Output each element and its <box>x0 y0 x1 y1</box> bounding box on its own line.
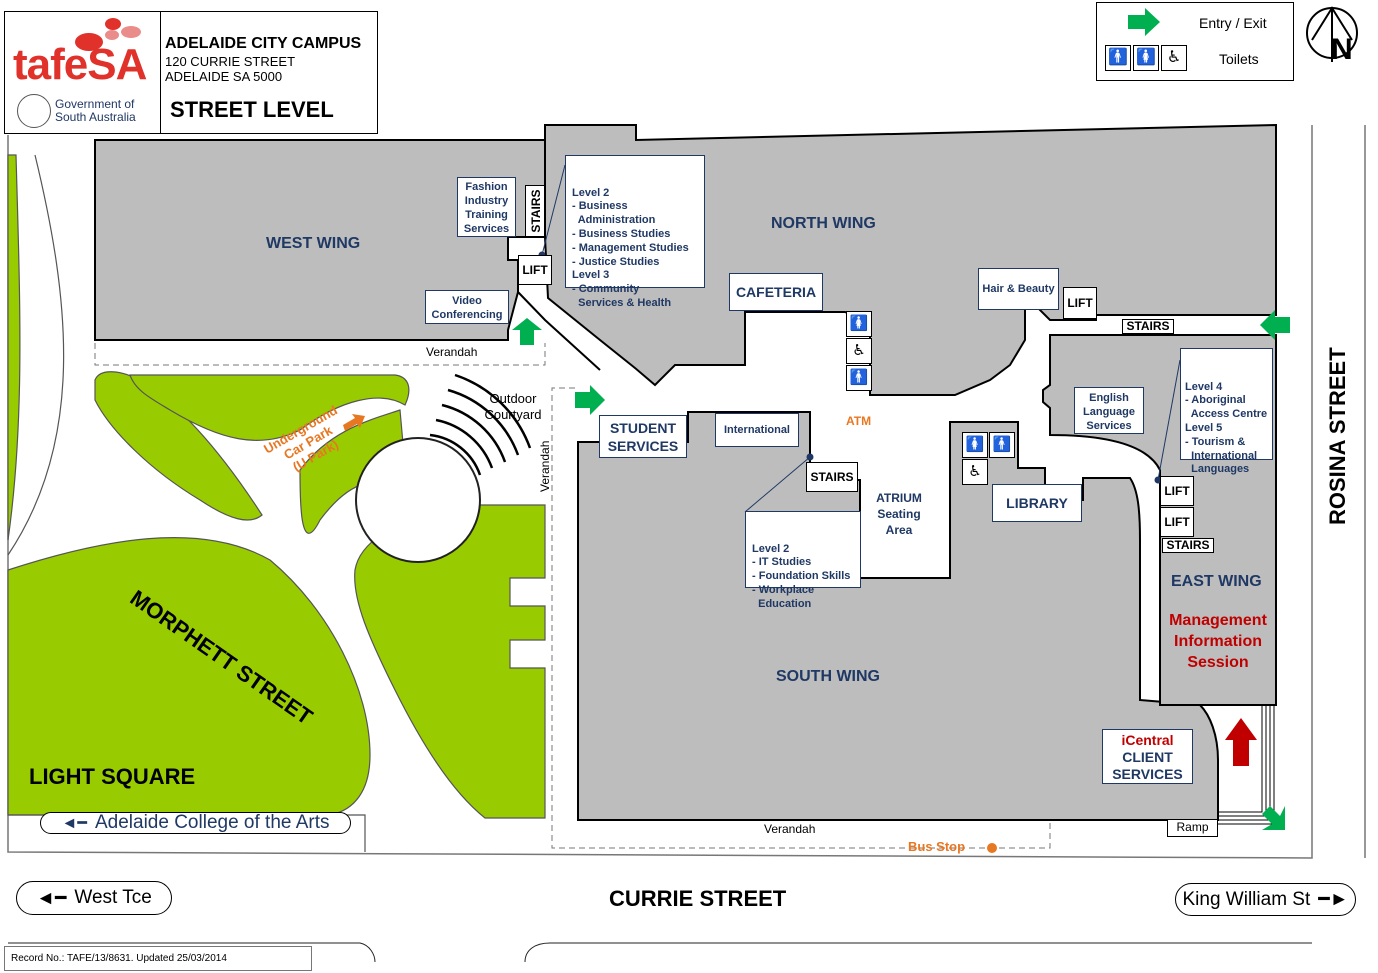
north-callout: Level 2- Business Administration- Busine… <box>565 155 705 309</box>
east-lift-2: LIFT <box>1160 507 1194 537</box>
side-verandah-label: Verandah <box>538 440 552 492</box>
legend-entry-label: Entry / Exit <box>1199 15 1267 31</box>
verandah-dashed <box>94 343 1051 849</box>
male-toilet-icon: 🚹 <box>1105 45 1131 71</box>
west-stairs: STAIRS <box>525 185 545 237</box>
college-label: Adelaide College of the Arts <box>94 812 330 833</box>
east-lift-1: LIFT <box>1160 476 1194 506</box>
legend-box: Entry / Exit 🚹 🚺 ♿ Toilets <box>1096 2 1294 81</box>
record-footer: Record No.: TAFE/13/8631. Updated 25/03/… <box>4 946 312 971</box>
east-wing-label: EAST WING <box>1171 573 1262 590</box>
library-toilets-icons: 🚺 🚹 ♿ <box>962 432 1018 485</box>
arrow-left-icon: ◄━ <box>61 815 87 832</box>
north-letter: N <box>1331 33 1353 66</box>
king-william-link[interactable]: King William St ━► <box>1175 883 1356 916</box>
atm-label: ATM <box>846 414 872 428</box>
address-1: 120 CURRIE STREET <box>165 54 296 69</box>
library-label[interactable]: LIBRARY <box>992 484 1082 522</box>
accessible-toilet-icon: ♿ <box>962 459 988 485</box>
light-square-label: LIGHT SQUARE <box>29 764 196 789</box>
north-stairs: STAIRS <box>1122 319 1174 334</box>
grass-areas <box>7 154 546 819</box>
ramp-label: Ramp <box>1167 819 1218 837</box>
north-wing-label: NORTH WING <box>771 215 876 232</box>
gov-crest-icon <box>17 94 51 128</box>
south-callout: Level 2- IT Studies- Foundation Skills- … <box>745 511 861 610</box>
south-verandah-label: Verandah <box>764 822 816 836</box>
male-toilet-icon: 🚹 <box>846 365 872 391</box>
entry-arrows <box>512 310 1290 830</box>
female-toilet-icon: 🚺 <box>962 432 988 458</box>
arrow-right-icon: ━► <box>1318 889 1349 910</box>
female-toilet-icon: 🚺 <box>846 311 872 337</box>
gov-text: Government of South Australia <box>55 97 136 124</box>
cafeteria-label[interactable]: CAFETERIA <box>729 273 823 311</box>
female-toilet-icon: 🚺 <box>1133 45 1159 71</box>
header-box: tafeSA Government of South Australia ADE… <box>4 11 378 134</box>
west-wing-label: WEST WING <box>266 235 361 252</box>
logo-divider <box>160 12 161 133</box>
accessible-toilet-icon: ♿ <box>846 338 872 364</box>
college-arts-link[interactable]: ◄━ Adelaide College of the Arts <box>40 812 351 834</box>
international-label[interactable]: International <box>715 413 799 447</box>
legend-toilets-label: Toilets <box>1219 51 1259 67</box>
logo-dots-icon <box>75 18 145 58</box>
legend-arrow-icon <box>1128 8 1160 36</box>
east-stairs: STAIRS <box>1162 538 1214 553</box>
legend-toilets-icons: 🚹 🚺 ♿ <box>1105 45 1187 71</box>
bus-stop-dot <box>987 843 997 853</box>
campus-name: ADELAIDE CITY CAMPUS <box>165 35 362 52</box>
roundabout <box>355 437 481 563</box>
south-stairs: STAIRS <box>806 462 858 492</box>
west-verandah-label: Verandah <box>426 345 478 359</box>
west-tce-link[interactable]: ◄━ West Tce <box>16 881 172 915</box>
arrow-left-icon: ◄━ <box>36 887 67 909</box>
bus-stop-label: Bus Stop <box>908 839 966 854</box>
west-tce-label: West Tce <box>74 887 152 908</box>
hair-beauty-label[interactable]: Hair & Beauty <box>978 268 1059 310</box>
west-lift: LIFT <box>518 255 552 285</box>
address-2: ADELAIDE SA 5000 <box>165 69 283 84</box>
rosina-street-label: ROSINA STREET <box>1325 347 1350 525</box>
accessible-toilet-icon: ♿ <box>1161 45 1187 71</box>
north-compass-icon <box>1306 6 1358 62</box>
male-toilet-icon: 🚹 <box>989 432 1015 458</box>
king-william-label: King William St <box>1182 888 1311 910</box>
north-toilets-icons: 🚺 ♿ 🚹 <box>846 311 872 391</box>
south-wing-label: SOUTH WING <box>776 668 880 685</box>
currie-street-label: CURRIE STREET <box>609 886 787 911</box>
car-park-arrow-icon <box>343 414 365 431</box>
level-title: STREET LEVEL <box>170 97 334 122</box>
courtyard-arcs <box>429 373 532 476</box>
north-lift: LIFT <box>1063 287 1097 319</box>
red-arrow-icon <box>1225 718 1257 766</box>
